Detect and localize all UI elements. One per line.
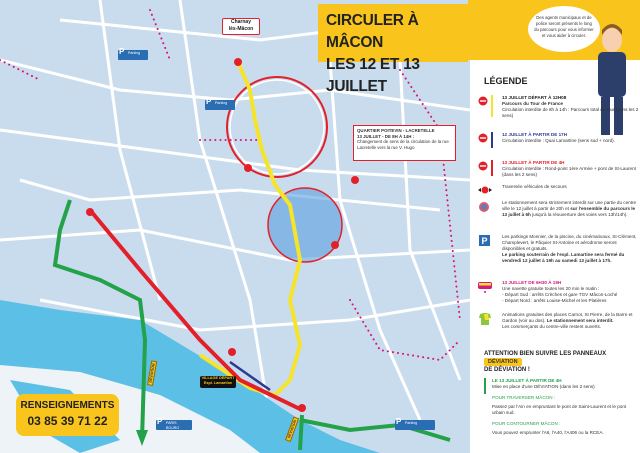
no-entry-icon (478, 133, 488, 143)
animations-text: Animations gratuites des places Carnot, … (502, 312, 633, 323)
contourner-text: Vous pouvez emprunter l'A6, l'A40, l'A40… (492, 430, 604, 435)
page-title: CIRCULER À MÂCON LES 12 ET 13 JUILLET (318, 4, 468, 95)
no-entry-markers (86, 58, 359, 412)
quai-heading: 12 JUILLET À PARTIR DE 17H (502, 132, 568, 137)
rondpoint-text: Circulation interdite : Rond-point 1ère … (502, 166, 636, 177)
no-entry-icon (478, 96, 488, 106)
deviation-warning: ATTENTION BIEN SUIVRE LES PANNEAUX DÉVIA… (484, 350, 634, 374)
speech-bubble: Des agents municipaux et de police seron… (528, 6, 600, 52)
no-parking-icon (479, 202, 489, 212)
navette-line-1: - Départ Sud : arrêts Crèches et gare TG… (502, 292, 618, 297)
quai-text: Circulation interdite : Quai Lamartine (… (502, 138, 615, 143)
navette-heading: 13 JUILLET DE 6H30 À 19H (502, 280, 562, 285)
traverser-text: Passez par l'Ain en empruntant le pont d… (492, 404, 627, 415)
charnay-line-1: Charnay (230, 19, 251, 25)
svg-text:P: P (482, 236, 488, 246)
charnay-line-2: lès-Mâcon (228, 26, 254, 32)
parkings-text: Les parkings Monnier, de la piscine, du … (502, 234, 637, 251)
renseignements-box: RENSEIGNEMENTS 03 85 39 71 22 (16, 394, 119, 436)
emergency-crossing-icon (478, 186, 492, 194)
animations-text-2: Les commerçants du centre-ville restent … (502, 324, 602, 329)
title-line-2: LES 12 ET 13 JUILLET (326, 56, 420, 95)
animations-bold: Le stationnement sera interdit. (546, 318, 614, 323)
village-depart-label: VILLAGE DÉPART Espl. Lamartine (200, 376, 236, 388)
paris-bourg-sign: PARIS BOURG (156, 420, 192, 430)
navette-route (0, 9, 461, 362)
route-blue (229, 360, 271, 392)
deviation-heading: LE 13 JUILLET À PARTIR DE 4H (492, 378, 562, 383)
attention-text: ATTENTION BIEN SUIVRE LES PANNEAUX (484, 351, 607, 357)
quartier-title: QUARTIER POITEVIN - LACRETELLE (357, 128, 435, 133)
tour-text: Circulation interdite de 8h à 14h : Parc… (502, 107, 639, 118)
contourner-title: POUR CONTOURNER MÂCON : (492, 421, 561, 426)
stationnement-text-2: jusqu'à la réouverture des voies vers 13… (532, 212, 628, 217)
parking-label: Parking (395, 420, 435, 430)
parking-label: Parking (118, 50, 148, 60)
quartier-heading: 13 JUILLET - DE 8H À 14H : (357, 133, 415, 139)
tour-subheading: Parcours du Tour de France (502, 101, 563, 106)
parkings-bold: Le parking souterrain de l'espl. Lamarti… (502, 252, 625, 263)
deviation-color-bar (484, 378, 486, 394)
traverser-title: POUR TRAVERSER MÂCON : (492, 395, 556, 400)
tour-color-bar (491, 95, 493, 117)
renseignements-title: RENSEIGNEMENTS (20, 400, 115, 411)
parking-icon: P (479, 235, 490, 246)
stationnement-bold: sur l'ensemble du parcours le 13 juillet… (502, 206, 636, 217)
police-agent-illustration (598, 24, 626, 135)
no-entry-icon (478, 161, 488, 171)
village-line-2: Espl. Lamartine (203, 381, 233, 385)
rondpoint-color-bar (491, 160, 493, 176)
village-line-1: VILLAGE DÉPART (201, 376, 235, 380)
parking-label: Parking (205, 100, 235, 110)
jersey-icon (479, 313, 491, 325)
streets (0, 0, 470, 421)
phone-number[interactable]: 03 85 39 71 22 (27, 414, 108, 428)
quartier-callout: QUARTIER POITEVIN - LACRETELLE 13 JUILLE… (353, 125, 456, 161)
attention-text-2: DE DÉVIATION ! (484, 367, 530, 373)
quai-color-bar (491, 132, 493, 148)
rondpoint-heading: 13 JUILLET À PARTIR DE 4H (502, 160, 565, 165)
tour-heading: 13 JUILLET DÉPART À 12H08 (502, 95, 567, 100)
secours-text: Traversée véhicules de secours (502, 184, 567, 189)
route-deviation-green (52, 199, 148, 441)
stationnement-zone (267, 187, 343, 263)
quartier-circle (226, 76, 328, 178)
navette-text: Une navette gratuite toutes les 20 min l… (502, 286, 600, 291)
legend-title: LÉGENDE (484, 76, 528, 86)
shuttle-bus-icon (478, 282, 492, 293)
charnay-sign: Charnay lès-Mâcon (222, 18, 260, 35)
quartier-text: Changement de sens de la circulation de … (357, 139, 449, 150)
route-red (88, 208, 303, 412)
deviation-text: Mise en place d'une DÉVIATION (dans les … (492, 384, 595, 389)
title-line-1: CIRCULER À MÂCON (326, 12, 419, 51)
navette-line-2: - Départ Nord : arrêts Louise-Michel et … (502, 298, 607, 303)
stationnement-text: Le stationnement sera strictement interd… (502, 200, 637, 211)
deviation-badge: DÉVIATION (484, 358, 522, 366)
